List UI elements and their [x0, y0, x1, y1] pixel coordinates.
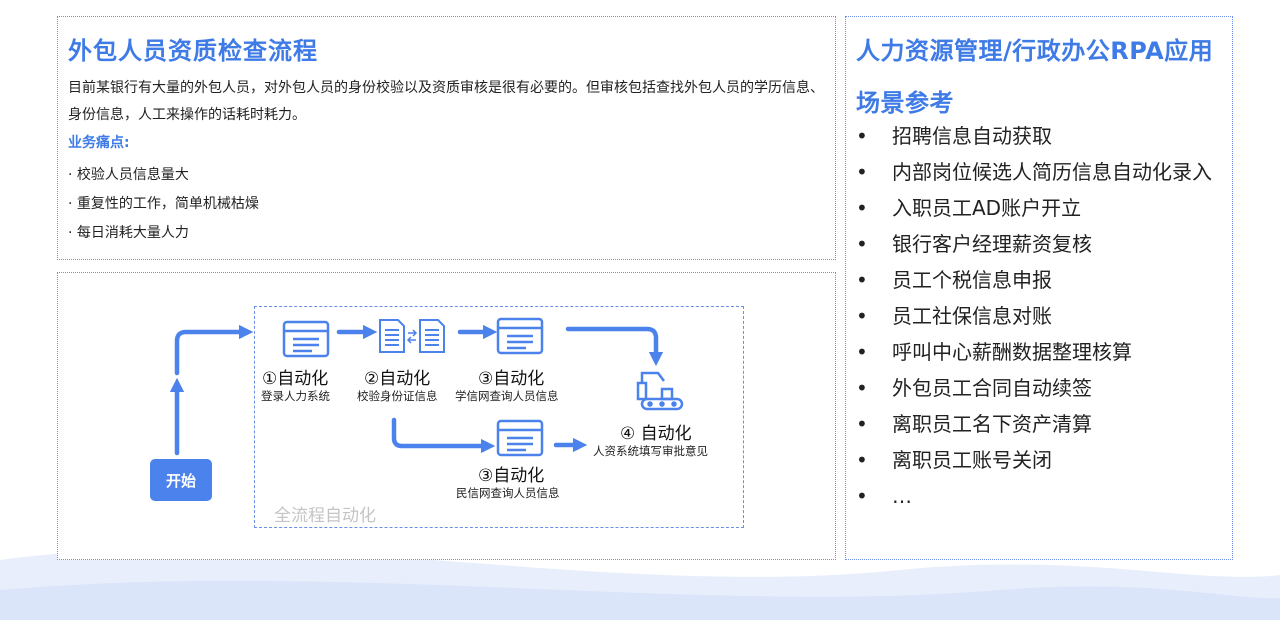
scenarios-list: • 招聘信息自动获取 • 内部岗位候选人简历信息自动化录入 • 入职员工AD账户开立 • 银行…: [854, 118, 1226, 514]
scenario-item-label: 内部岗位候选人简历信息自动化录入: [892, 160, 1212, 184]
scenario-item-label: 离职员工账号关闭: [892, 448, 1052, 472]
scenario-item: • 银行客户经理薪资复核: [854, 226, 1226, 262]
scenario-item: • 呼叫中心薪酬数据整理核算: [854, 334, 1226, 370]
bullet-icon: •: [856, 484, 868, 508]
start-button[interactable]: 开始: [150, 459, 212, 501]
arrow-to-step1: [174, 324, 254, 376]
step1-title: ①自动化: [262, 369, 329, 389]
bullet-icon: •: [856, 376, 868, 400]
flow-panel: 全流程自动化: [57, 272, 836, 560]
pain-point-item: · 重复性的工作，简单机械枯燥: [68, 196, 259, 212]
scenario-item-label: …: [892, 484, 912, 508]
robot-arm-icon: [636, 371, 684, 411]
intro-panel: 外包人员资质检查流程 目前某银行有大量的外包人员，对外包人员的身份校验以及资质审…: [57, 16, 836, 260]
pain-point-item: · 每日消耗大量人力: [68, 225, 189, 241]
scenario-item-label: 呼叫中心薪酬数据整理核算: [892, 340, 1132, 364]
scenario-item: • 离职员工名下资产清算: [854, 406, 1226, 442]
browser-icon: [282, 320, 330, 358]
bullet-icon: •: [856, 124, 868, 148]
scenario-item-label: 入职员工AD账户开立: [892, 196, 1082, 220]
browser-icon: [496, 317, 544, 355]
automation-frame-label: 全流程自动化: [274, 506, 376, 526]
scenario-item: • 入职员工AD账户开立: [854, 190, 1226, 226]
step3-title: ③自动化: [478, 369, 545, 389]
flow-diagram: [169, 317, 684, 457]
bullet-icon: •: [856, 268, 868, 292]
step3b-subtitle: 民信网查询人员信息: [456, 486, 560, 500]
scenario-item: • 员工个税信息申报: [854, 262, 1226, 298]
scenario-item-label: 外包员工合同自动续签: [892, 376, 1092, 400]
bullet-icon: •: [856, 340, 868, 364]
scenario-item-label: 离职员工名下资产清算: [892, 412, 1092, 436]
scenario-item: • 离职员工账号关闭: [854, 442, 1226, 478]
automation-frame: [254, 306, 744, 528]
scenario-item: • 外包员工合同自动续签: [854, 370, 1226, 406]
scenario-item: • 内部岗位候选人简历信息自动化录入: [854, 154, 1226, 190]
bullet-icon: •: [856, 304, 868, 328]
scenario-item-label: 员工社保信息对账: [892, 304, 1052, 328]
bullet-icon: •: [856, 196, 868, 220]
scenario-item: •…: [854, 478, 1226, 514]
intro-description: 目前某银行有大量的外包人员，对外包人员的身份校验以及资质审核是很有必要的。但审核…: [68, 80, 824, 123]
arrow-step2-step3b: [391, 417, 496, 454]
bullet-icon: •: [856, 448, 868, 472]
scenario-item: • 招聘信息自动获取: [854, 118, 1226, 154]
step2-subtitle: 校验身份证信息: [357, 389, 438, 403]
scenario-item-label: 银行客户经理薪资复核: [892, 232, 1092, 256]
bullet-icon: •: [856, 412, 868, 436]
arrow-step3-step4: [565, 326, 664, 367]
scenarios-title: 人力资源管理/行政办公RPA应用场景参考: [856, 37, 1214, 117]
step4-title: ④ 自动化: [620, 424, 692, 444]
scenario-item: • 员工社保信息对账: [854, 298, 1226, 334]
pain-points-title: 业务痛点:: [68, 135, 130, 151]
pain-point-item: · 校验人员信息量大: [68, 167, 189, 183]
step3b-title: ③自动化: [478, 466, 545, 486]
browser-icon: [496, 419, 544, 457]
scenarios-panel: 人力资源管理/行政办公RPA应用场景参考 • 招聘信息自动获取 • 内部岗位候选人简历…: [845, 16, 1233, 560]
scenario-item-label: 员工个税信息申报: [892, 268, 1052, 292]
step1-subtitle: 登录人力系统: [261, 389, 330, 403]
document-compare-icon: [379, 319, 445, 353]
intro-title: 外包人员资质检查流程: [68, 37, 318, 65]
scenario-item-label: 招聘信息自动获取: [892, 124, 1052, 148]
step3-subtitle: 学信网查询人员信息: [455, 389, 559, 403]
step2-title: ②自动化: [364, 369, 431, 389]
bullet-icon: •: [856, 232, 868, 256]
bullet-icon: •: [856, 160, 868, 184]
step4-subtitle: 人资系统填写审批意见: [593, 444, 708, 458]
